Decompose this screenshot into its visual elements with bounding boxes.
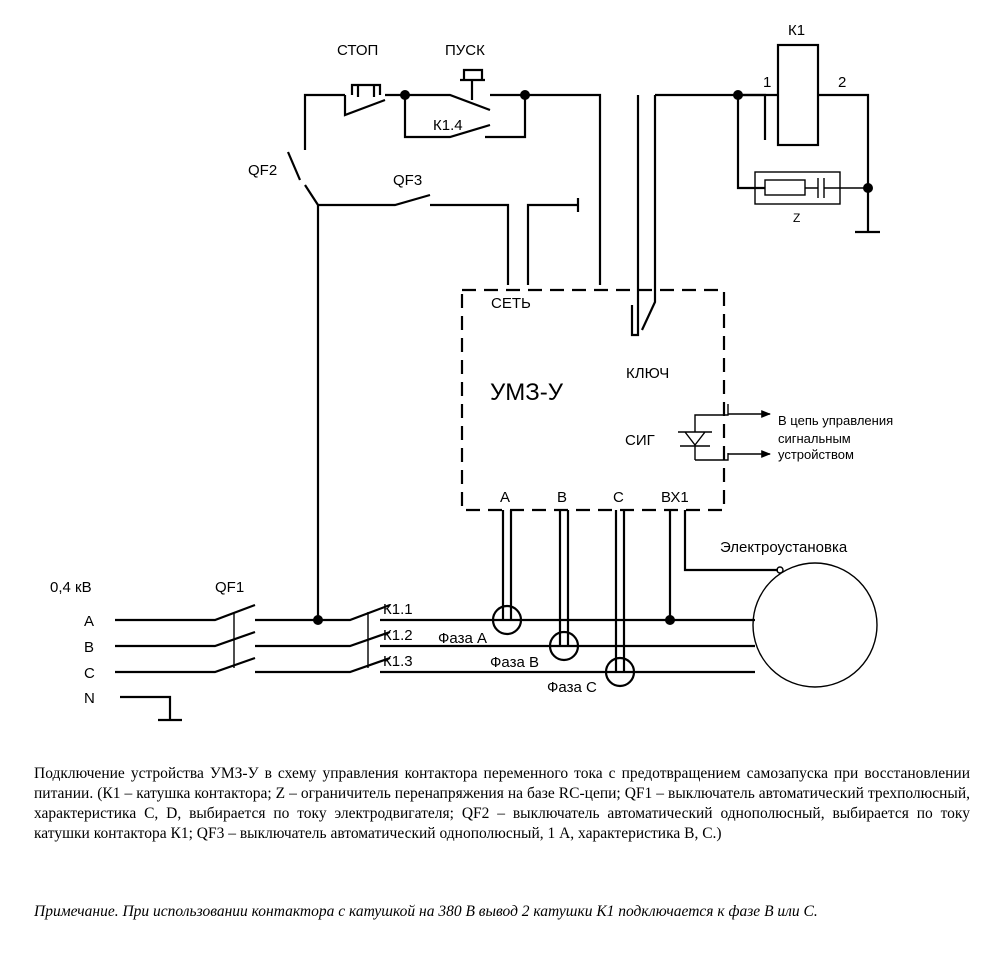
- sig-label: СИГ: [625, 432, 655, 449]
- umz-title: УМЗ-У: [490, 379, 564, 406]
- stop-label: СТОП: [337, 42, 378, 59]
- start-label: ПУСК: [445, 42, 485, 59]
- line-b-label: B: [84, 639, 94, 656]
- figure-caption: Подключение устройства УМЗ-У в схему упр…: [34, 765, 970, 842]
- figure-note: Примечание. При использовании контактора…: [34, 903, 818, 920]
- wiring-diagram: СТОП ПУСК К1.4 К1 1 2 Z QF2 QF3 СЕТЬ КЛЮ…: [50, 22, 893, 722]
- k12-label: К1.2: [383, 627, 413, 644]
- line-a-label: A: [84, 613, 94, 630]
- k13-label: К1.3: [383, 653, 413, 670]
- qf2-label: QF2: [248, 162, 277, 179]
- k11-label: К1.1: [383, 601, 413, 618]
- phase-c-label: Фаза С: [547, 679, 597, 696]
- k1-label: К1: [788, 22, 805, 39]
- line-c-label: C: [84, 665, 95, 682]
- line-n-label: N: [84, 690, 95, 707]
- phase-a-label: Фаза А: [438, 630, 487, 647]
- terminal-b: В: [557, 489, 567, 506]
- umz-u-device: [460, 285, 784, 672]
- set-label: СЕТЬ: [491, 295, 531, 312]
- pin2-label: 2: [838, 74, 846, 91]
- qf3-label: QF3: [393, 172, 422, 189]
- terminal-a: А: [500, 489, 510, 506]
- out-label-3: устройством: [778, 447, 854, 462]
- klyuch-label: КЛЮЧ: [626, 365, 669, 382]
- terminal-vx1: ВХ1: [661, 489, 689, 506]
- control-circuit: [286, 43, 880, 620]
- terminal-c: С: [613, 489, 624, 506]
- pin1-label: 1: [763, 74, 771, 91]
- z-label: Z: [793, 211, 800, 225]
- out-label-2: сигнальным: [778, 431, 851, 446]
- power-circuit: [115, 562, 878, 722]
- out-label-1: В цепь управления: [778, 413, 893, 428]
- voltage-label: 0,4 кВ: [50, 579, 92, 596]
- qf1-label: QF1: [215, 579, 244, 596]
- phase-b-label: Фаза В: [490, 654, 539, 671]
- k14-label: К1.4: [433, 117, 463, 134]
- motor-label: Электроустановка: [720, 539, 848, 556]
